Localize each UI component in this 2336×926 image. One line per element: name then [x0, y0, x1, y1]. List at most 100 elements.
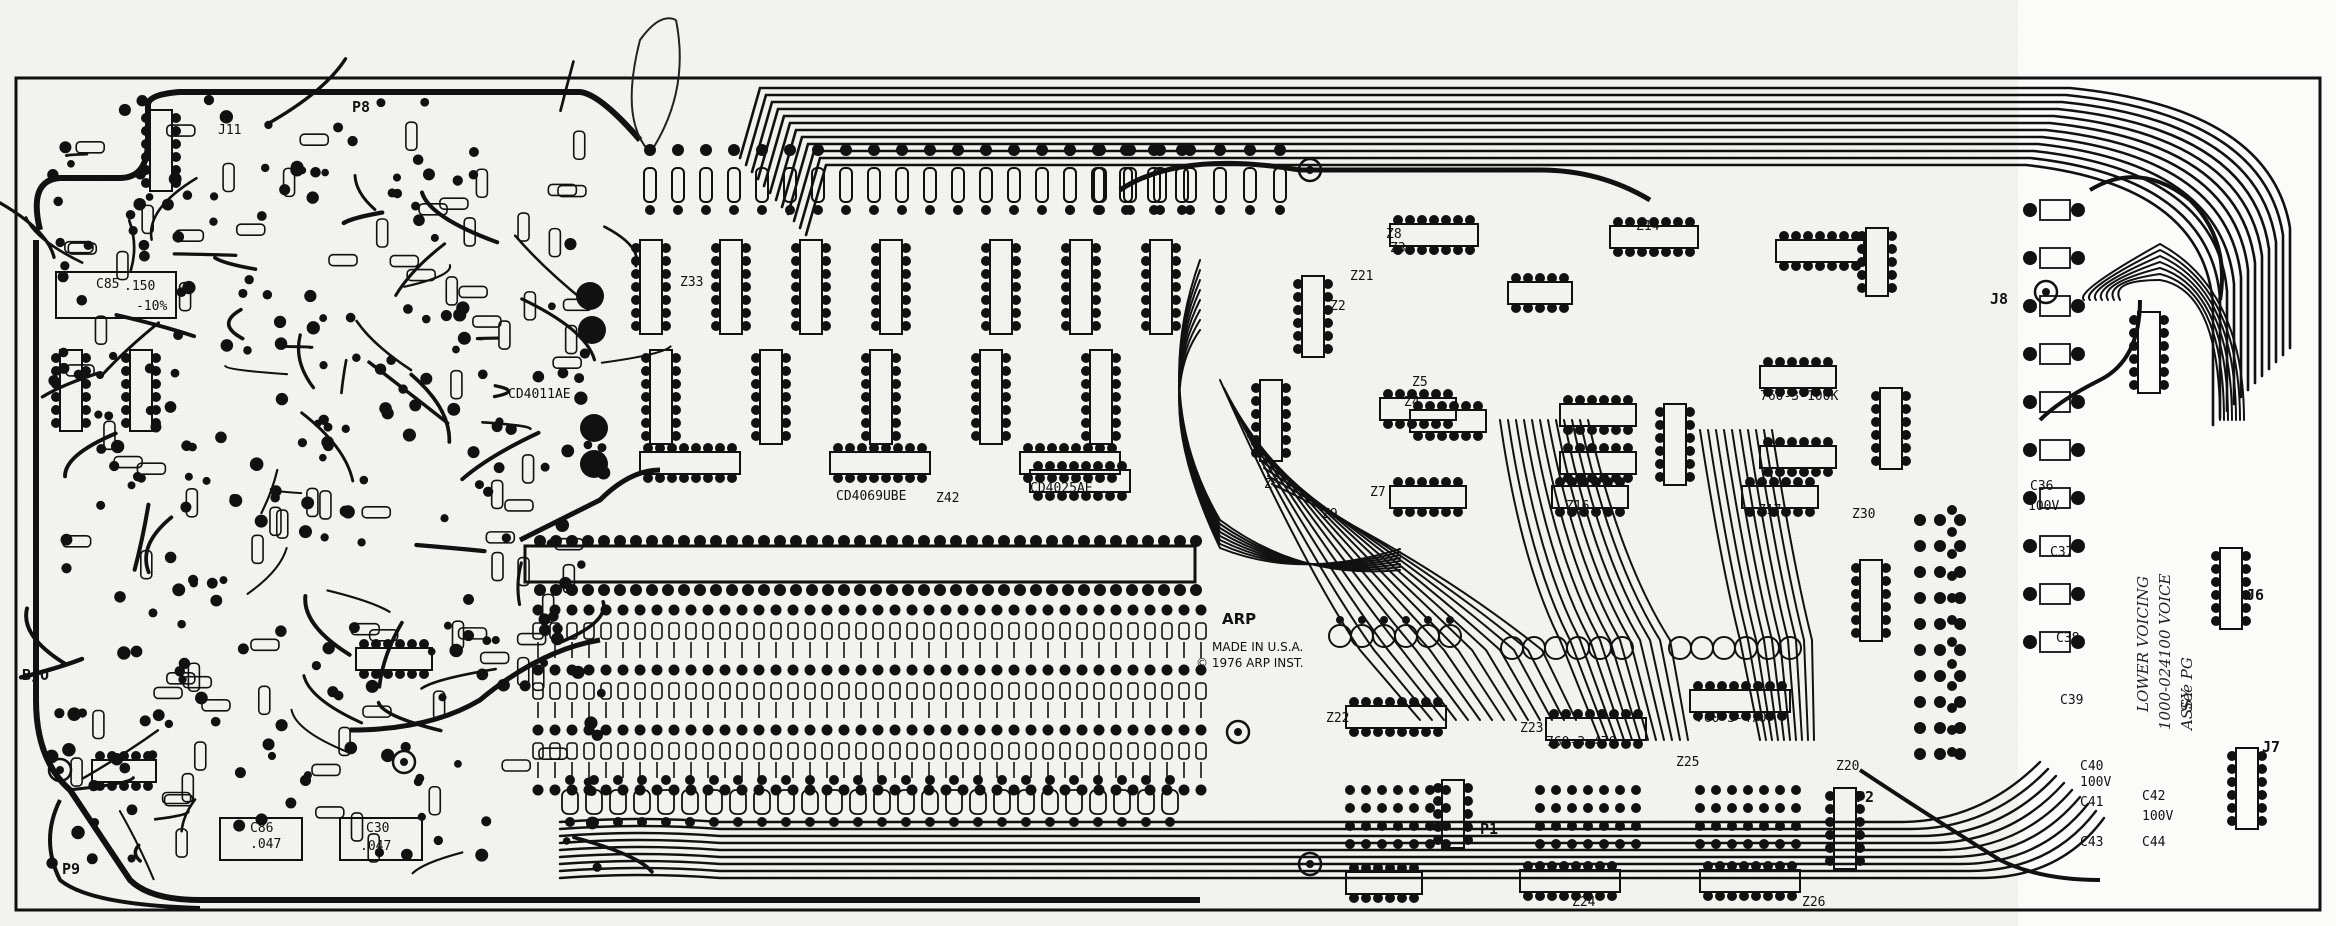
- solder-pad: [145, 193, 154, 201]
- label-c38: C38: [2056, 631, 2080, 646]
- solder-pad: [736, 664, 748, 676]
- solder-pad: [651, 664, 663, 676]
- resistor: [113, 455, 143, 469]
- solder-pad: [475, 848, 489, 862]
- solder-pad: [1409, 697, 1419, 707]
- resistor: [251, 534, 264, 565]
- solder-pad: [1184, 144, 1196, 156]
- solder-pad: [1563, 425, 1573, 435]
- copper-trace: [1259, 459, 1541, 721]
- solder-pad: [923, 724, 935, 736]
- solder-pad: [402, 428, 416, 442]
- solder-pad: [2159, 380, 2169, 390]
- solder-pad: [917, 443, 927, 453]
- label-c37: C37: [2050, 545, 2074, 560]
- solder-pad: [1715, 861, 1725, 871]
- solder-pad: [1045, 491, 1055, 501]
- solder-pad: [1799, 467, 1809, 477]
- solder-pad: [991, 664, 1003, 676]
- solder-pad: [322, 642, 335, 655]
- solder-pad: [1463, 835, 1473, 845]
- solder-pad: [1535, 803, 1545, 813]
- solder-pad: [1759, 839, 1769, 849]
- solder-pad: [1405, 245, 1415, 255]
- solder-pad: [1611, 425, 1621, 435]
- solder-pad: [1035, 473, 1045, 483]
- solder-pad: [1433, 835, 1443, 845]
- solder-pad: [557, 367, 569, 379]
- solder-pad: [298, 525, 312, 539]
- diode: [923, 742, 935, 760]
- diode: [566, 622, 578, 640]
- solder-pad: [1711, 839, 1721, 849]
- label-z21: Z21: [1350, 269, 1374, 284]
- solder-pad: [1433, 809, 1443, 819]
- diode: [1076, 622, 1088, 640]
- solder-pad: [566, 604, 578, 616]
- diode: [1127, 742, 1139, 760]
- solder-pad: [751, 405, 761, 415]
- solder-pad: [1705, 711, 1715, 721]
- solder-pad: [791, 321, 801, 331]
- solder-pad: [758, 535, 770, 547]
- solder-pad: [821, 321, 831, 331]
- solder-pad: [1110, 584, 1122, 596]
- diode: [1025, 682, 1037, 700]
- solder-pad: [1061, 321, 1071, 331]
- diode: [991, 622, 1003, 640]
- solder-pad: [141, 139, 151, 149]
- solder-pad: [1441, 821, 1451, 831]
- solder-pad: [685, 817, 695, 827]
- copper-trace: [24, 606, 69, 667]
- solder-pad: [534, 584, 546, 596]
- copper-trace: [1499, 419, 1601, 741]
- solder-pad: [1881, 602, 1891, 612]
- solder-pad: [925, 817, 935, 827]
- solder-pad: [1425, 785, 1435, 795]
- resistor: [548, 227, 562, 258]
- solder-pad: [2159, 341, 2169, 351]
- solder-pad: [1611, 443, 1621, 453]
- solder-pad: [791, 282, 801, 292]
- solder-pad: [1717, 711, 1727, 721]
- copper-trace: [558, 767, 2050, 831]
- solder-pad: [1769, 477, 1779, 487]
- copper-trace: [341, 210, 385, 226]
- solder-pad: [1599, 395, 1609, 405]
- solder-pad: [637, 817, 647, 827]
- solder-pad: [838, 724, 850, 736]
- solder-pad: [861, 366, 871, 376]
- solder-pad: [1361, 727, 1371, 737]
- solder-pad: [538, 613, 551, 626]
- solder-pad: [1008, 784, 1020, 796]
- solder-pad: [821, 604, 833, 616]
- solder-pad: [420, 372, 433, 385]
- solder-pad: [1124, 144, 1136, 156]
- resistor: [1213, 167, 1227, 203]
- copper-trace: [780, 135, 2243, 399]
- solder-pad: [791, 256, 801, 266]
- solder-pad: [902, 535, 914, 547]
- solder-pad: [1453, 215, 1463, 225]
- solder-pad: [1803, 261, 1813, 271]
- copper-trace: [24, 216, 84, 264]
- value-c30: .047: [360, 839, 392, 854]
- solder-pad: [855, 604, 867, 616]
- solder-pad: [555, 518, 570, 532]
- resistor: [1007, 167, 1021, 203]
- solder-pad: [2257, 803, 2267, 813]
- diode: [1144, 742, 1156, 760]
- solder-pad: [2211, 590, 2221, 600]
- solder-pad: [401, 848, 413, 861]
- solder-pad: [1793, 477, 1803, 487]
- label-c85: C85: [96, 277, 120, 292]
- resistor: [432, 690, 446, 720]
- solder-pad: [1695, 803, 1705, 813]
- solder-pad: [838, 784, 850, 796]
- resistor: [445, 276, 459, 306]
- solder-pad: [634, 604, 646, 616]
- solder-pad: [868, 144, 880, 156]
- solder-pad: [886, 584, 898, 596]
- ic-body: [2137, 311, 2161, 394]
- solder-pad: [1397, 727, 1407, 737]
